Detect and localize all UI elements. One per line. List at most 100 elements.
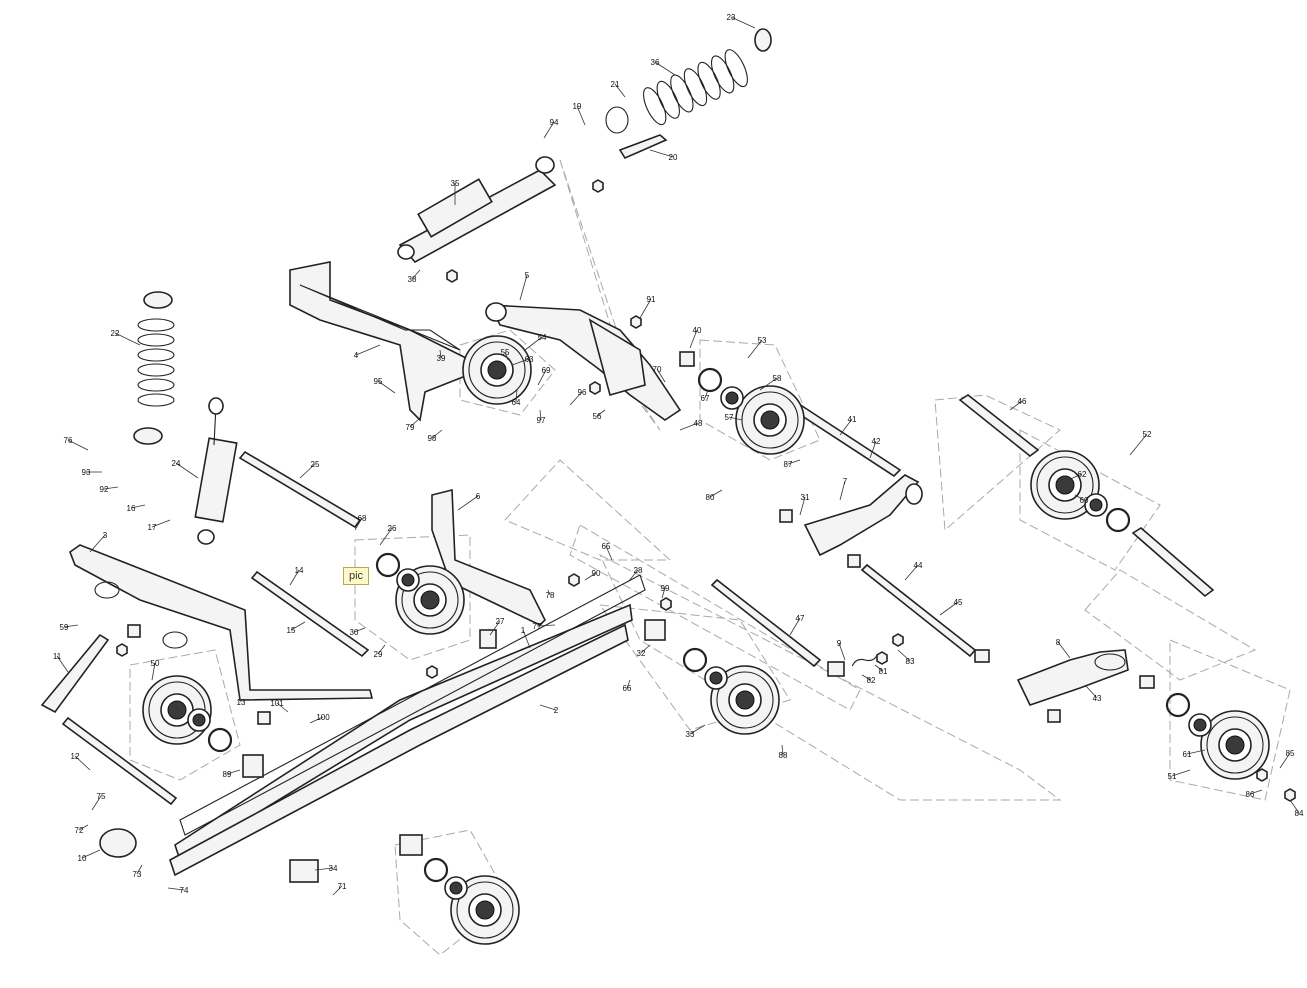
small-hardware xyxy=(99,179,1296,883)
leader-line-8 xyxy=(1057,641,1071,659)
leader-line-40 xyxy=(689,329,698,349)
callout-66: 66 xyxy=(623,684,632,693)
leader-line-72 xyxy=(78,824,89,831)
leader-line-52 xyxy=(1129,433,1148,456)
callout-9: 9 xyxy=(837,639,842,648)
leader-line-61 xyxy=(1186,749,1206,755)
leader-line-66 xyxy=(626,679,631,689)
callout-64: 64 xyxy=(512,398,521,407)
callout-85: 85 xyxy=(1286,749,1295,758)
leader-line-71 xyxy=(332,885,343,896)
leader-line-51 xyxy=(1171,769,1191,777)
arm-8 xyxy=(1016,649,1129,706)
callout-34: 34 xyxy=(329,864,338,873)
callout-12: 12 xyxy=(71,752,80,761)
leader-line-67 xyxy=(704,389,709,399)
callout-88: 88 xyxy=(779,751,788,760)
callout-60: 60 xyxy=(1080,496,1089,505)
callout-2: 2 xyxy=(554,706,559,715)
leader-line-96 xyxy=(569,391,583,406)
leader-line-45 xyxy=(939,601,959,616)
callout-15: 15 xyxy=(287,626,296,635)
callout-93: 93 xyxy=(82,468,91,477)
rear-arm-5 xyxy=(485,302,682,421)
callout-21: 21 xyxy=(611,80,620,89)
leader-line-13 xyxy=(237,689,242,703)
callout-52: 52 xyxy=(1143,430,1152,439)
callout-72: 72 xyxy=(75,826,84,835)
leader-line-19 xyxy=(576,105,586,126)
callout-53: 53 xyxy=(758,336,767,345)
callout-50: 50 xyxy=(151,659,160,668)
callout-14: 14 xyxy=(295,566,304,575)
leader-line-23 xyxy=(730,16,756,29)
callout-96: 96 xyxy=(578,388,587,397)
callout-55: 55 xyxy=(501,348,510,357)
leader-line-80 xyxy=(709,489,723,498)
leader-line-62 xyxy=(1067,473,1083,481)
pic-tag-button[interactable]: pic xyxy=(343,567,369,585)
callout-89: 89 xyxy=(223,770,232,779)
front-shock-24 xyxy=(194,397,238,545)
callout-94: 94 xyxy=(550,118,559,127)
front-arm-4 xyxy=(289,261,471,422)
leader-line-5 xyxy=(519,274,528,301)
callout-31: 31 xyxy=(801,493,810,502)
callout-40: 40 xyxy=(693,326,702,335)
leader-line-38 xyxy=(411,269,421,280)
leader-line-56 xyxy=(596,409,606,417)
leader-line-20 xyxy=(649,149,674,158)
callout-7: 7 xyxy=(843,477,848,486)
leader-line-17 xyxy=(151,519,171,528)
assembly-group-outlines xyxy=(129,159,1291,956)
leader-line-42 xyxy=(869,440,877,459)
leader-line-55 xyxy=(504,351,509,361)
leader-line-9 xyxy=(838,642,846,661)
callout-100: 100 xyxy=(316,713,330,722)
leader-line-73 xyxy=(136,864,143,875)
callout-61: 61 xyxy=(1183,750,1192,759)
callout-74: 74 xyxy=(180,886,189,895)
callout-56: 56 xyxy=(593,412,602,421)
leader-line-95 xyxy=(377,380,396,394)
callout-33: 33 xyxy=(686,730,695,739)
leader-line-84 xyxy=(1289,799,1300,814)
callout-81: 81 xyxy=(879,667,888,676)
callout-67: 67 xyxy=(701,394,710,403)
rear-shock-35 xyxy=(397,156,557,264)
leader-line-79 xyxy=(409,417,421,428)
leader-line-85 xyxy=(1279,752,1291,769)
leader-line-29 xyxy=(377,644,386,655)
callout-11: 11 xyxy=(53,652,62,661)
callout-62: 62 xyxy=(1078,470,1087,479)
callout-13: 13 xyxy=(237,698,246,707)
leader-line-59 xyxy=(63,624,79,628)
callout-1: 1 xyxy=(521,626,526,635)
arm-7 xyxy=(803,474,923,557)
leader-line-33 xyxy=(689,724,706,735)
leader-line-94 xyxy=(543,121,555,139)
callout-29: 29 xyxy=(374,650,383,659)
leader-line-60 xyxy=(1074,494,1085,501)
callout-6: 6 xyxy=(476,492,481,501)
leader-line-32 xyxy=(640,644,651,654)
leader-line-4 xyxy=(355,344,381,356)
callout-84: 84 xyxy=(1295,809,1304,818)
leader-line-2 xyxy=(539,704,557,711)
leader-line-46 xyxy=(1009,400,1023,411)
callout-92: 92 xyxy=(100,485,109,494)
callout-99: 99 xyxy=(661,584,670,593)
brace-6 xyxy=(431,488,546,626)
callout-82: 82 xyxy=(867,676,876,685)
leader-line-1 xyxy=(522,629,531,649)
leader-line-70 xyxy=(656,368,666,383)
callout-17: 17 xyxy=(148,523,157,532)
callout-16: 16 xyxy=(127,504,136,513)
leader-line-3 xyxy=(89,534,106,553)
callout-23: 23 xyxy=(727,13,736,22)
leader-line-36 xyxy=(654,61,676,76)
callout-69: 69 xyxy=(542,366,551,375)
leader-line-90 xyxy=(584,572,597,581)
callout-36: 36 xyxy=(651,58,660,67)
